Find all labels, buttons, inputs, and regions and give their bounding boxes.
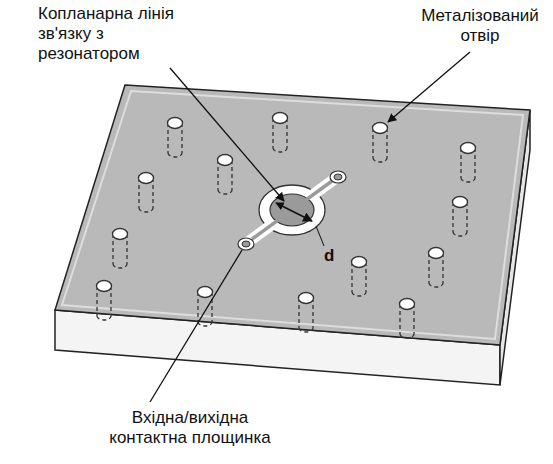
dimension-label: d	[322, 246, 336, 266]
part-label: Вхідна/вихідна контактна площинка	[100, 408, 280, 448]
part-label: Металізований отвір	[412, 6, 548, 46]
part-label: Копланарна лінія зв'язку з резонатором	[38, 4, 178, 64]
